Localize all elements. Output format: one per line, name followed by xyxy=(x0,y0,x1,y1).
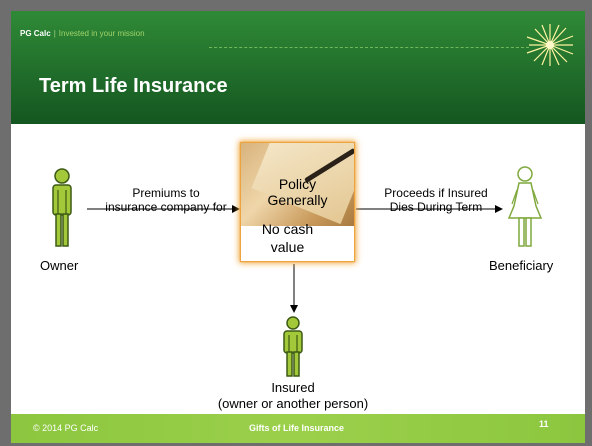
policy-line-4: value xyxy=(270,239,305,255)
insured-label: Insured (owner or another person) xyxy=(193,380,393,412)
sunburst-logo-icon xyxy=(526,24,574,66)
premiums-line-2: insurance company for xyxy=(105,200,227,214)
slide: PG Calc|Invested in your mission xyxy=(11,11,585,443)
policy-card: Policy Generally No cash value xyxy=(241,143,354,261)
policy-line-1: Policy xyxy=(278,176,317,192)
brand-tagline: Invested in your mission xyxy=(58,29,145,38)
diagram-connectors xyxy=(87,205,503,313)
header-divider xyxy=(209,47,529,48)
beneficiary-person-icon xyxy=(507,166,543,247)
policy-document-image xyxy=(241,143,354,226)
policy-line-2: Generally xyxy=(267,192,328,208)
brand-name: PG Calc xyxy=(20,29,51,38)
diagram: Owner Premiums to insurance company for … xyxy=(11,124,585,414)
beneficiary-label: Beneficiary xyxy=(489,258,554,273)
page-number: 11 xyxy=(539,419,549,429)
brand-separator: | xyxy=(53,29,56,38)
owner-label: Owner xyxy=(40,258,79,273)
premiums-line-1: Premiums to xyxy=(132,186,200,200)
footer-title: Gifts of Life Insurance xyxy=(249,423,345,433)
brand: PG Calc|Invested in your mission xyxy=(20,29,145,38)
policy-line-3: No cash xyxy=(261,221,314,237)
slide-footer: © 2014 PG Calc Gifts of Life Insurance 1… xyxy=(11,414,585,443)
owner-person-icon xyxy=(52,168,72,247)
slide-title: Term Life Insurance xyxy=(39,75,228,97)
footer-copyright: © 2014 PG Calc xyxy=(33,423,99,433)
proceeds-line-2: Dies During Term xyxy=(389,200,483,214)
premiums-label: Premiums to insurance company for xyxy=(91,186,241,214)
slide-header: PG Calc|Invested in your mission xyxy=(11,11,585,124)
insured-line-2: (owner or another person) xyxy=(217,396,369,411)
insured-line-1: Insured xyxy=(271,380,315,395)
proceeds-label: Proceeds if Insured Dies During Term xyxy=(369,186,503,214)
insured-person-icon xyxy=(283,316,303,377)
proceeds-line-1: Proceeds if Insured xyxy=(384,186,488,200)
